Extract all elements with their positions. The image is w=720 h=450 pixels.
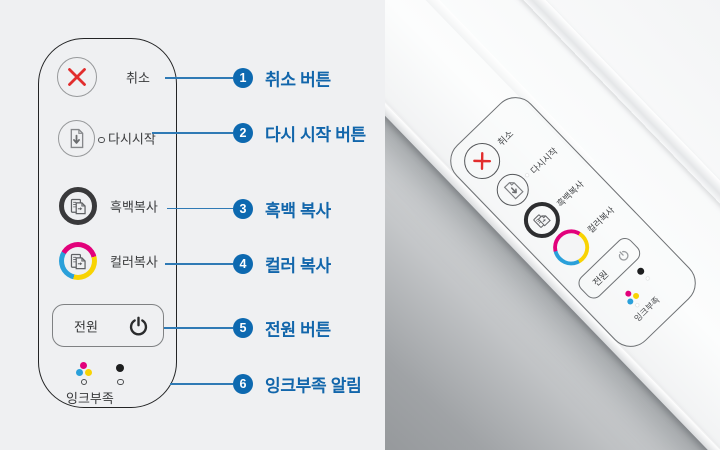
cyan-ink-dot: [75, 369, 83, 377]
callout-line-1: [165, 77, 233, 79]
power-button: 전원: [52, 304, 164, 347]
cancel-label: 취소: [126, 70, 150, 86]
callout-number-1: 1: [233, 68, 253, 88]
copy-icon: [533, 214, 551, 228]
resume-doc-icon: [70, 128, 84, 149]
mono-copy-label: 흑백복사: [110, 199, 158, 215]
panel-outline: [38, 38, 177, 408]
cancel-x-icon: [68, 68, 86, 86]
callout-line-6: [170, 383, 233, 385]
callout-label-2: 다시 시작 버튼: [265, 125, 366, 145]
photo-cancel-button: [456, 135, 508, 187]
callout-line-4: [165, 263, 233, 265]
copy-icon: [70, 198, 86, 214]
photo-control-panel: 취소 다시시작: [441, 88, 705, 356]
color-ink-led: [80, 378, 88, 386]
resume-led: [98, 136, 105, 144]
color-copy-label: 컬러복사: [110, 254, 158, 270]
photo-resume-button: [490, 167, 536, 213]
cancel-button: [57, 57, 97, 97]
callout-line-5: [164, 327, 233, 329]
callout-number-2: 2: [233, 123, 253, 143]
cancel-x-icon: [473, 152, 492, 170]
callout-label-3: 흑백 복사: [265, 201, 331, 220]
color-copy-button: [59, 242, 97, 280]
printer-photo: 취소 다시시작: [385, 0, 720, 450]
photo-power-button: 전원: [574, 234, 644, 303]
power-label: 전원: [74, 319, 98, 334]
callout-label-6: 잉크부족 알림: [265, 376, 362, 396]
callout-line-3: [167, 207, 233, 210]
callout-number-4: 4: [233, 254, 253, 274]
magenta-ink-dot: [80, 361, 88, 369]
resume-button: [58, 120, 95, 157]
yellow-ink-dot: [84, 369, 92, 377]
ink-low-label: 잉크부족: [66, 391, 114, 406]
callout-number-6: 6: [233, 374, 253, 394]
resume-doc-icon: [503, 182, 523, 200]
callout-line-2: [152, 132, 233, 134]
black-ink-led: [117, 378, 124, 386]
callout-label-1: 취소 버튼: [265, 70, 331, 90]
photo-color-copy-button: [545, 221, 597, 273]
callout-number-3: 3: [233, 198, 253, 219]
callout-label-4: 컬러 복사: [265, 256, 331, 276]
callout-label-5: 전원 버튼: [265, 320, 331, 340]
mono-copy-button: [59, 187, 97, 225]
callout-number-5: 5: [233, 318, 253, 338]
power-icon: [129, 316, 148, 335]
power-icon: [618, 250, 629, 261]
black-ink-dot: [116, 364, 124, 372]
photo-mono-copy-button: [516, 194, 568, 246]
resume-label: 다시시작: [108, 131, 156, 147]
copy-icon: [70, 253, 86, 269]
